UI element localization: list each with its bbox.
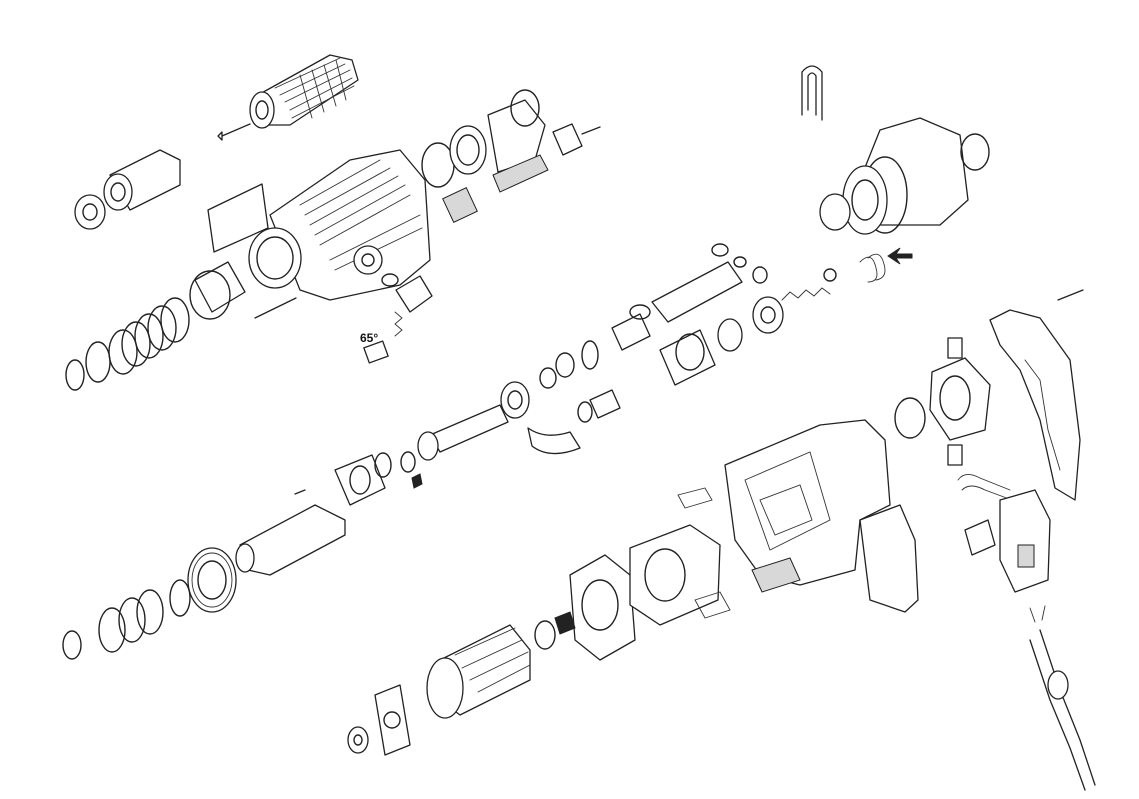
o-rings-mid [539, 340, 599, 389]
bracket-plate [552, 123, 601, 156]
switch [999, 489, 1051, 593]
housing-clip [894, 397, 926, 439]
grease-symbol-2 [492, 154, 549, 193]
striker-shaft [235, 489, 346, 576]
power-cord [1029, 605, 1096, 791]
small-washer [400, 451, 423, 489]
armature-bearing-plate [374, 684, 411, 756]
needle-bearing [421, 89, 546, 188]
roller-bearing [717, 318, 743, 352]
gear-housing [248, 149, 431, 301]
u-clip [801, 65, 823, 121]
cover-screw [1057, 289, 1084, 301]
mode-selector-knob [381, 273, 433, 313]
angle-label: 65° [360, 331, 378, 345]
piston [611, 304, 651, 351]
wobble-bearing [659, 329, 716, 386]
dust-cover [189, 261, 246, 320]
brush-top [947, 337, 963, 359]
circlip [374, 452, 392, 478]
fan-baffle [569, 554, 636, 661]
rating-label [207, 183, 269, 253]
brush-clip-bottom [694, 591, 731, 619]
switch-wiring [957, 474, 1013, 501]
armature-bearing [347, 726, 369, 754]
armature [426, 611, 576, 719]
friction-spring [859, 253, 886, 283]
spindle [417, 381, 530, 461]
arrow-marker [887, 247, 913, 265]
spring-stack [108, 297, 190, 375]
return-spring [781, 268, 837, 301]
warning-label [751, 557, 801, 593]
clutch-fork [527, 427, 581, 455]
handle-cover [989, 309, 1081, 501]
chuck-cap [103, 149, 181, 211]
quick-change-chuck [249, 54, 359, 129]
chuck-nose-ring [74, 194, 106, 230]
hammer-tube [651, 243, 768, 323]
capacitor [964, 519, 996, 556]
brush-holder [929, 357, 991, 441]
handle-grip [859, 504, 919, 613]
brush-bottom [947, 444, 963, 466]
housing-screw [254, 297, 297, 319]
selector-spring [394, 311, 403, 337]
washer-stack [62, 579, 191, 660]
drive-gear [752, 296, 784, 334]
gear-case [819, 117, 990, 235]
brush-clip-top [677, 487, 713, 509]
retaining-ring-left [65, 341, 111, 391]
field-coil [629, 524, 721, 626]
grease-symbol-1 [442, 187, 478, 223]
small-gear [577, 389, 621, 423]
selector-detent [363, 340, 389, 364]
impact-plate [334, 454, 386, 506]
chuck-screw [217, 123, 251, 141]
ring-gear [187, 547, 237, 613]
